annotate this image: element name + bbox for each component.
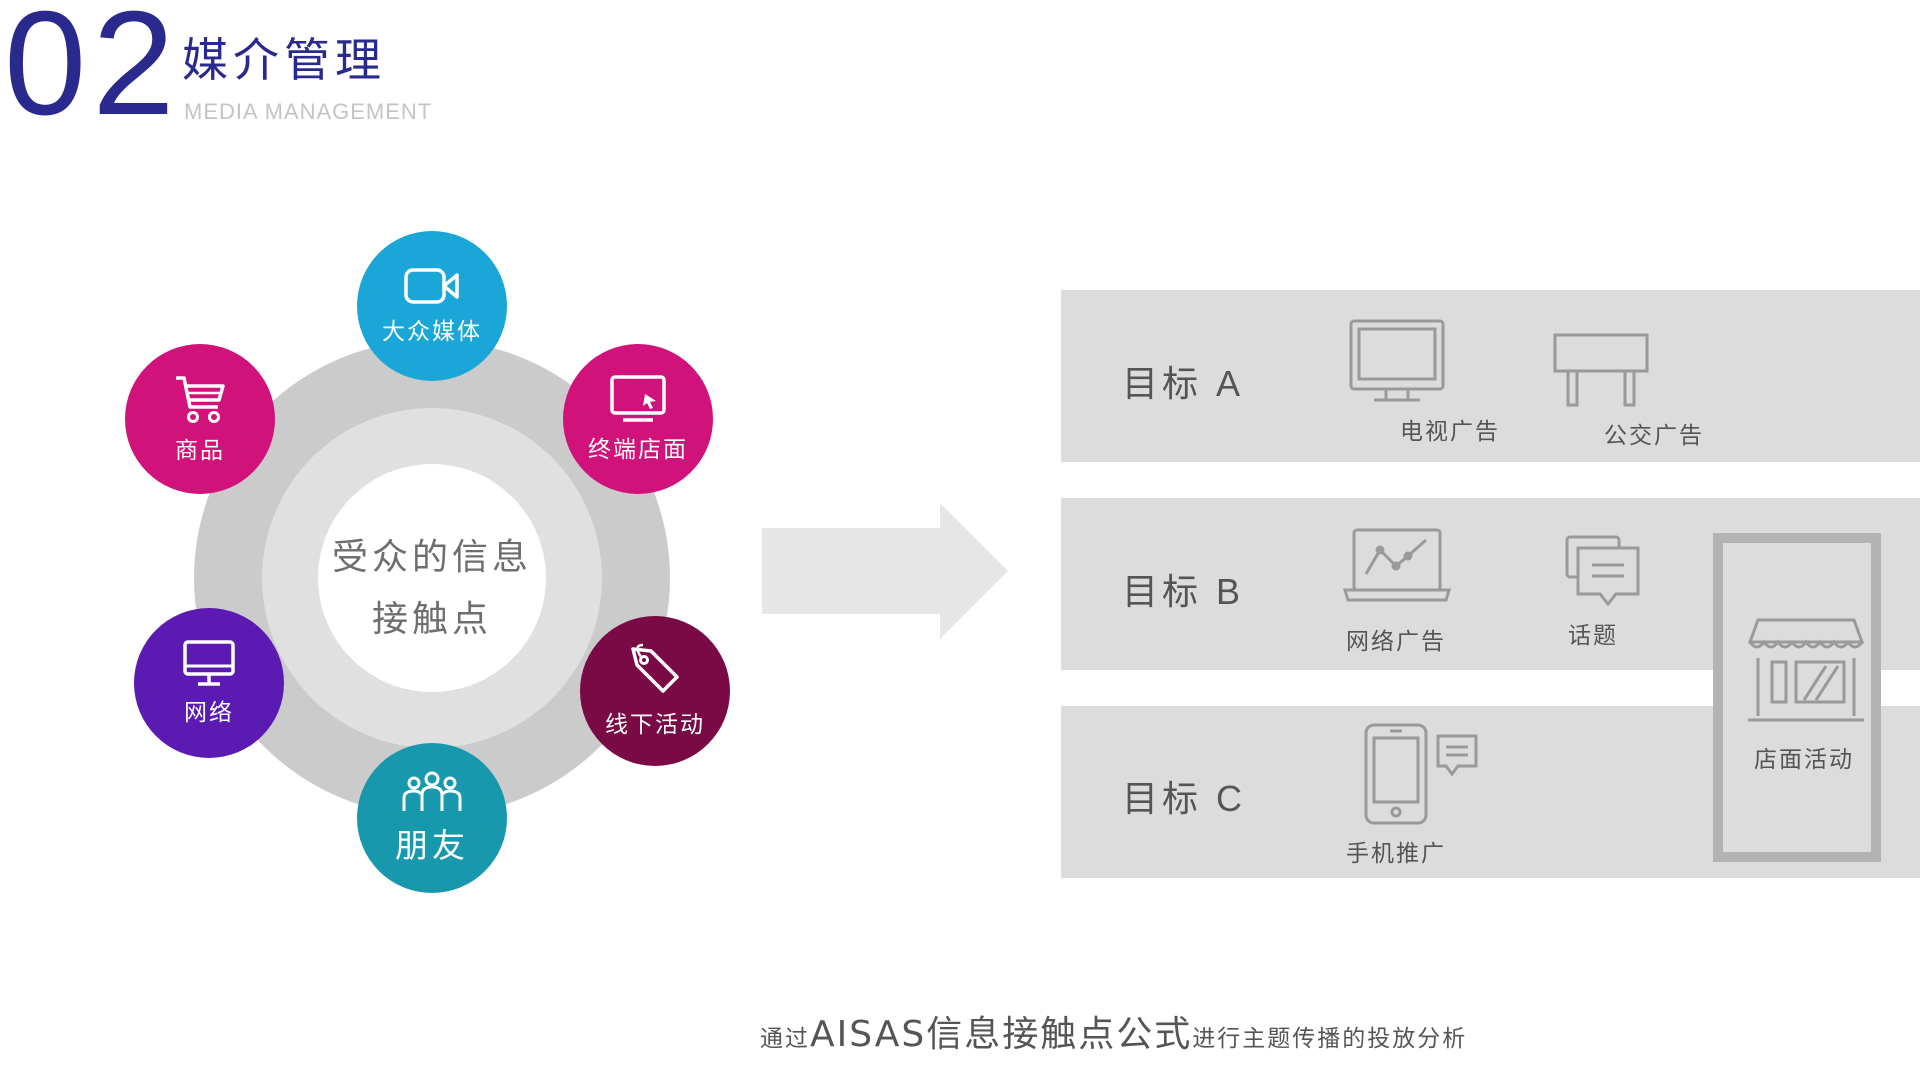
item-label: 手机推广: [1346, 841, 1446, 867]
item-label: 话题: [1568, 623, 1618, 649]
node-label: 商品: [175, 438, 225, 464]
section-title: 媒介管理: [182, 33, 386, 87]
node-label: 大众媒体: [382, 319, 482, 345]
laptop-chart-icon: [1342, 528, 1452, 602]
target-letter: C: [1216, 778, 1247, 819]
wheel-center-title: 受众的信息: [331, 537, 532, 578]
node-internet: 网络: [134, 608, 284, 758]
target-letter: B: [1216, 571, 1245, 612]
monitor-cursor-icon: [610, 375, 666, 422]
footer-caption: 通过AISAS信息接触点公式进行主题传播的投放分析: [760, 1005, 1520, 1057]
mobile-phone-message-icon: [1364, 723, 1478, 825]
people-group-icon: [402, 771, 462, 811]
node-friends: 朋友: [357, 743, 507, 893]
node-label: 网络: [184, 700, 234, 726]
wheel-center-subtitle: 接触点: [371, 599, 492, 640]
item-label: 公交广告: [1604, 423, 1704, 449]
target-a-title: 目标 A: [1122, 355, 1244, 407]
section-subtitle: MEDIA MANAGEMENT: [184, 99, 433, 124]
chat-bubbles-icon: [1565, 535, 1640, 607]
shopping-cart-icon: [176, 376, 225, 423]
node-retail-terminal: 终端店面: [563, 344, 713, 494]
store-activity-label: 店面活动: [1754, 747, 1854, 773]
item-label: 网络广告: [1346, 629, 1446, 655]
node-products: 商品: [125, 344, 275, 494]
node-label: 朋友: [395, 826, 469, 865]
target-label: 目标: [1122, 364, 1203, 405]
footer-highlight: AISAS信息接触点公式: [810, 1014, 1193, 1055]
flow-arrow-icon: [762, 503, 1008, 639]
tv-icon: [1349, 319, 1445, 402]
node-label: 线下活动: [605, 712, 705, 738]
wheel-center: [318, 464, 546, 692]
bus-stop-billboard-icon: [1553, 333, 1649, 407]
footer-suffix: 进行主题传播的投放分析: [1192, 1026, 1468, 1052]
desktop-icon: [183, 640, 235, 686]
target-band-a: [1061, 290, 1920, 462]
node-label: 终端店面: [588, 437, 688, 463]
target-c-title: 目标 C: [1122, 770, 1246, 822]
target-label: 目标: [1122, 572, 1203, 613]
target-label: 目标: [1122, 779, 1203, 820]
storefront-icon: [1747, 618, 1865, 722]
node-offline-events: 线下活动: [580, 616, 730, 766]
target-b-title: 目标 B: [1122, 563, 1244, 615]
price-tag-icon: [631, 643, 679, 693]
target-letter: A: [1216, 363, 1245, 404]
footer-prefix: 通过: [760, 1026, 810, 1052]
item-label: 电视广告: [1400, 419, 1500, 445]
node-mass-media: 大众媒体: [357, 231, 507, 381]
section-number: 02: [4, 0, 181, 146]
video-camera-icon: [404, 268, 459, 304]
